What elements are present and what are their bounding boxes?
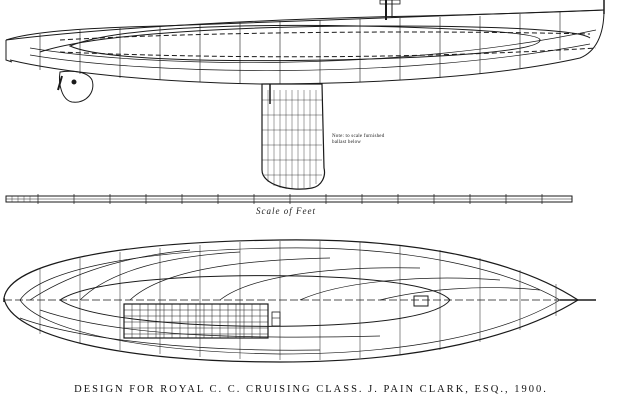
- keel-note: Note: to scale furnished ballast below: [332, 134, 385, 145]
- plan-view: [3, 239, 596, 363]
- profile-stations: [39, 12, 561, 84]
- stern: [5, 40, 13, 63]
- drawing-caption: DESIGN FOR ROYAL C. C. CRUISING CLASS. J…: [74, 384, 548, 395]
- scale-bar: [5, 194, 573, 204]
- rudder: [59, 70, 94, 103]
- mast-step: [413, 295, 429, 307]
- deck-outline: [3, 239, 580, 363]
- profile-view: [5, 0, 605, 190]
- scale-label: Scale of Feet: [256, 206, 316, 216]
- grating-grid: [124, 304, 268, 338]
- hull-top: [5, 9, 605, 41]
- keel-hatch: [262, 90, 322, 189]
- hull-bottom: [9, 9, 605, 85]
- keel-fin: [261, 83, 326, 190]
- cabin-outline: [68, 24, 541, 62]
